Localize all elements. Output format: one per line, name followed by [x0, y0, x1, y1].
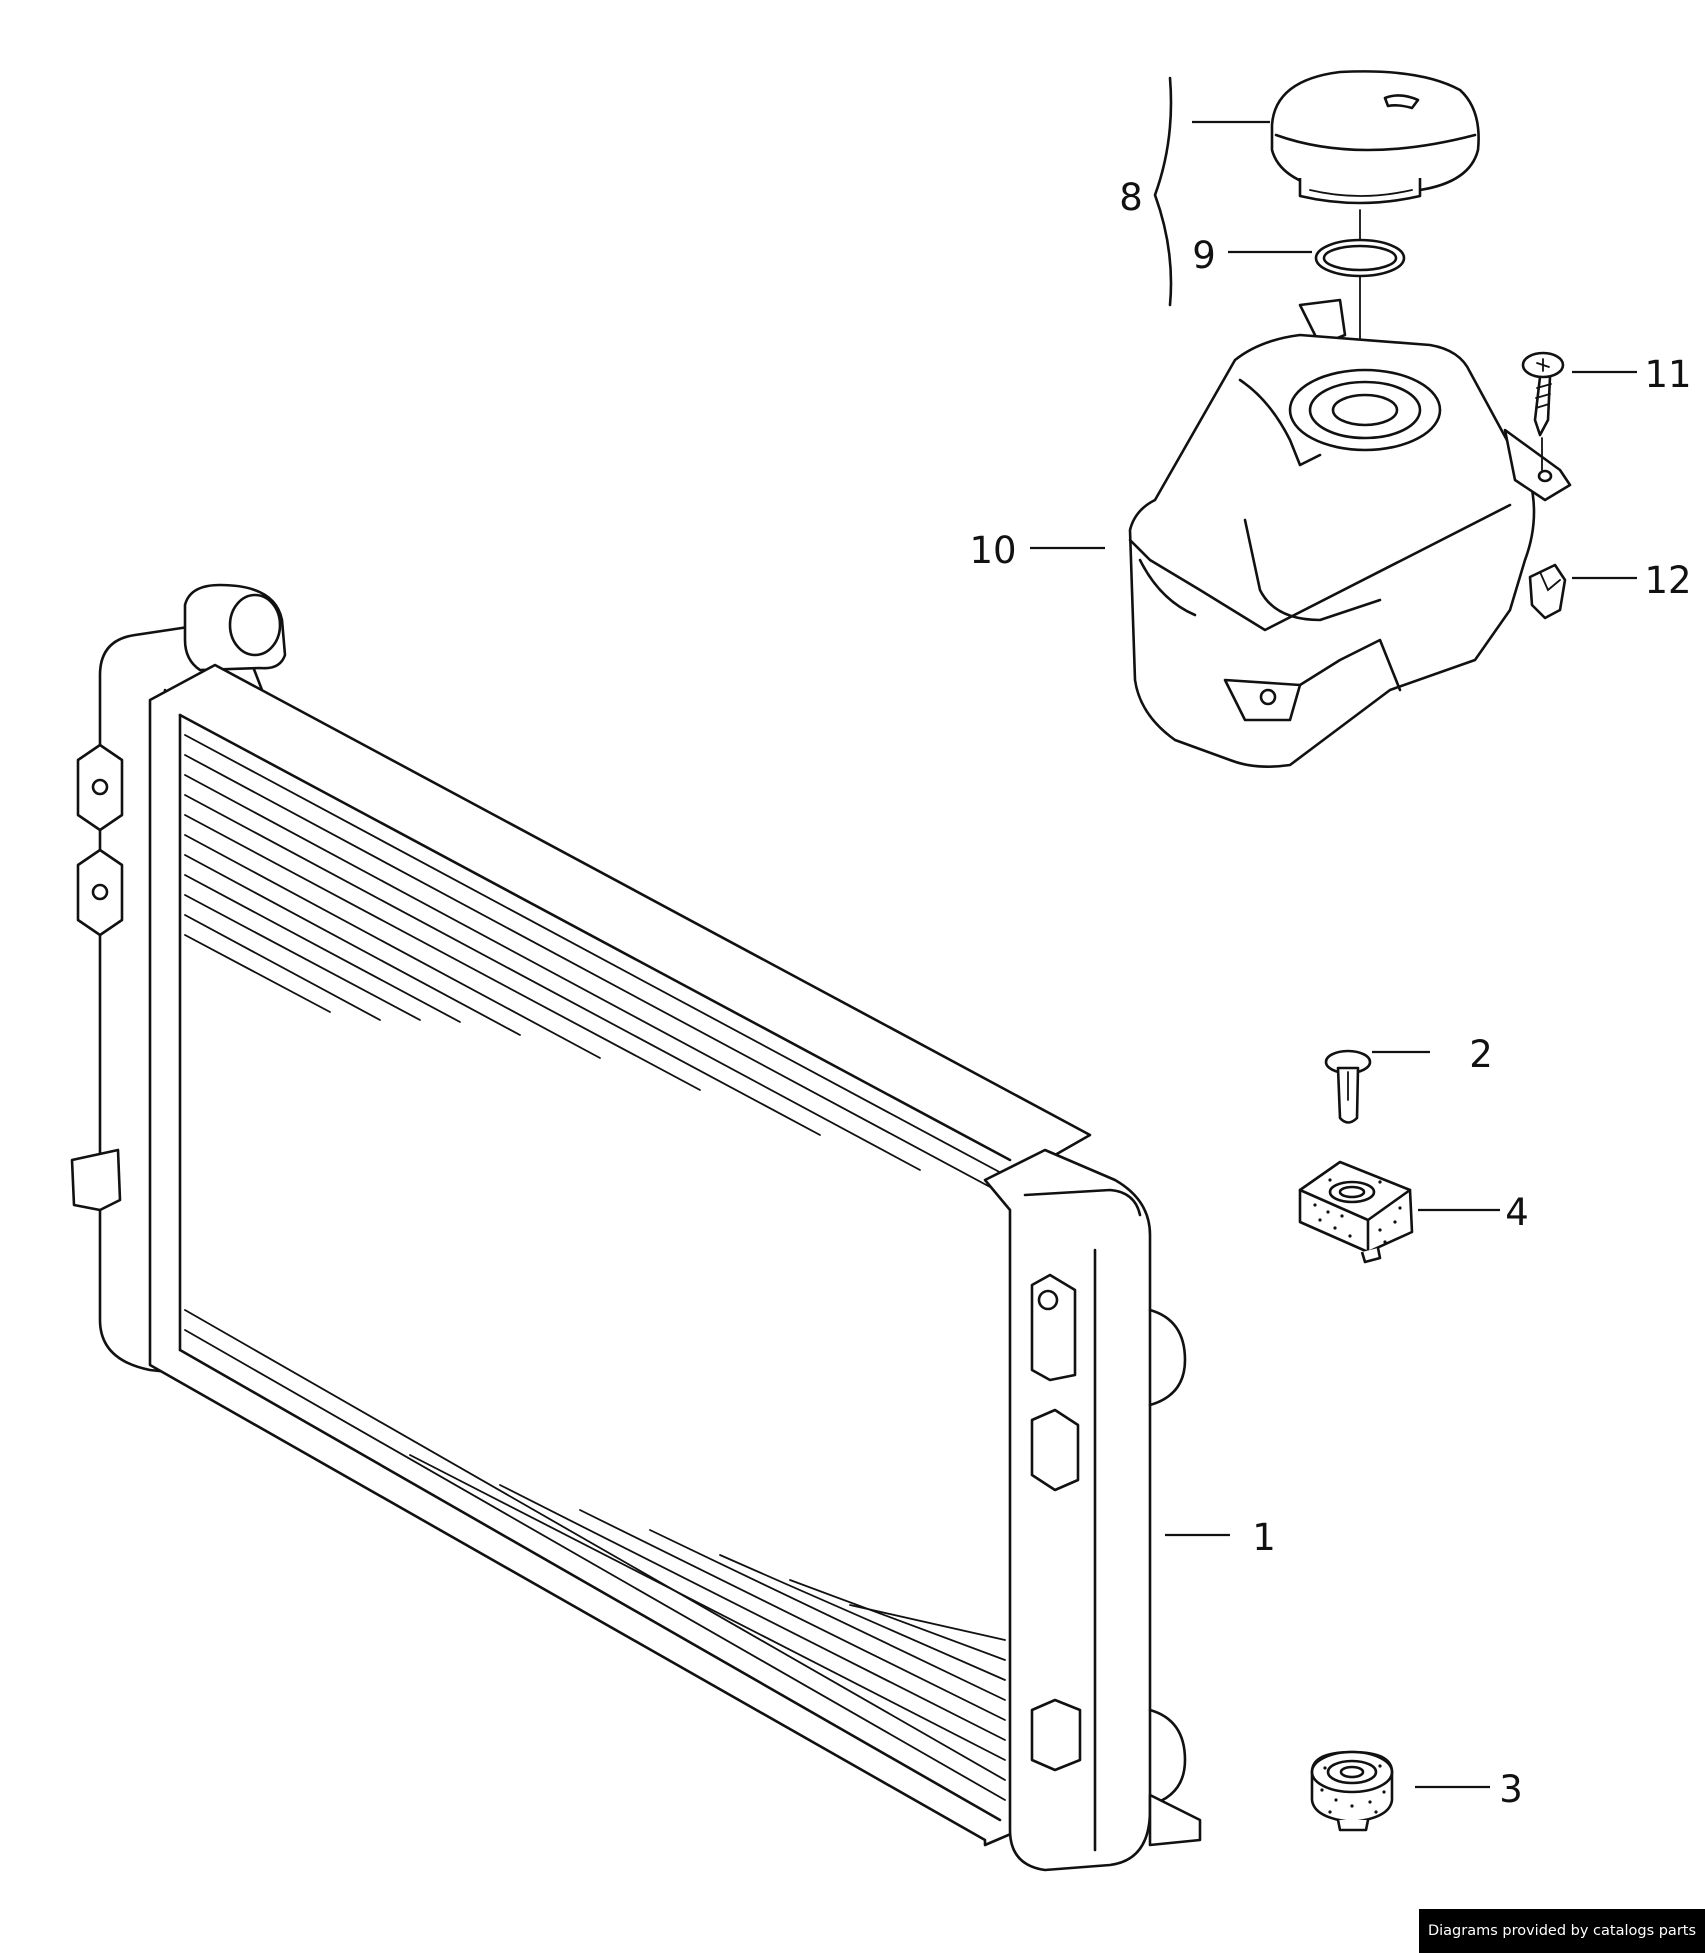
expansion-tank-drawing	[1128, 298, 1572, 768]
part-label-2: 2	[1469, 1033, 1493, 1076]
grommet-drawing	[1310, 1750, 1394, 1832]
part-label-4: 4	[1505, 1191, 1529, 1234]
clip-nut-drawing	[1528, 563, 1567, 620]
part-label-9: 9	[1192, 234, 1216, 277]
part-label-1: 1	[1252, 1516, 1276, 1559]
part-label-10: 10	[969, 529, 1016, 572]
screw-drawing	[1521, 351, 1565, 471]
part-label-11: 11	[1644, 353, 1691, 396]
pin-drawing	[1324, 1049, 1372, 1124]
part-label-12: 12	[1644, 559, 1691, 602]
filler-cap-drawing	[1153, 70, 1480, 406]
radiator-drawing	[70, 583, 1202, 1872]
credit-banner: Diagrams provided by catalogs parts	[1419, 1909, 1705, 1953]
rubber-mount-drawing	[1298, 1160, 1414, 1264]
leader-lines	[1030, 120, 1637, 1789]
part-label-3: 3	[1499, 1768, 1523, 1811]
part-label-8: 8	[1119, 176, 1143, 219]
part-labels: 1 2 3 4 8 9 10 11 12	[969, 176, 1691, 1811]
